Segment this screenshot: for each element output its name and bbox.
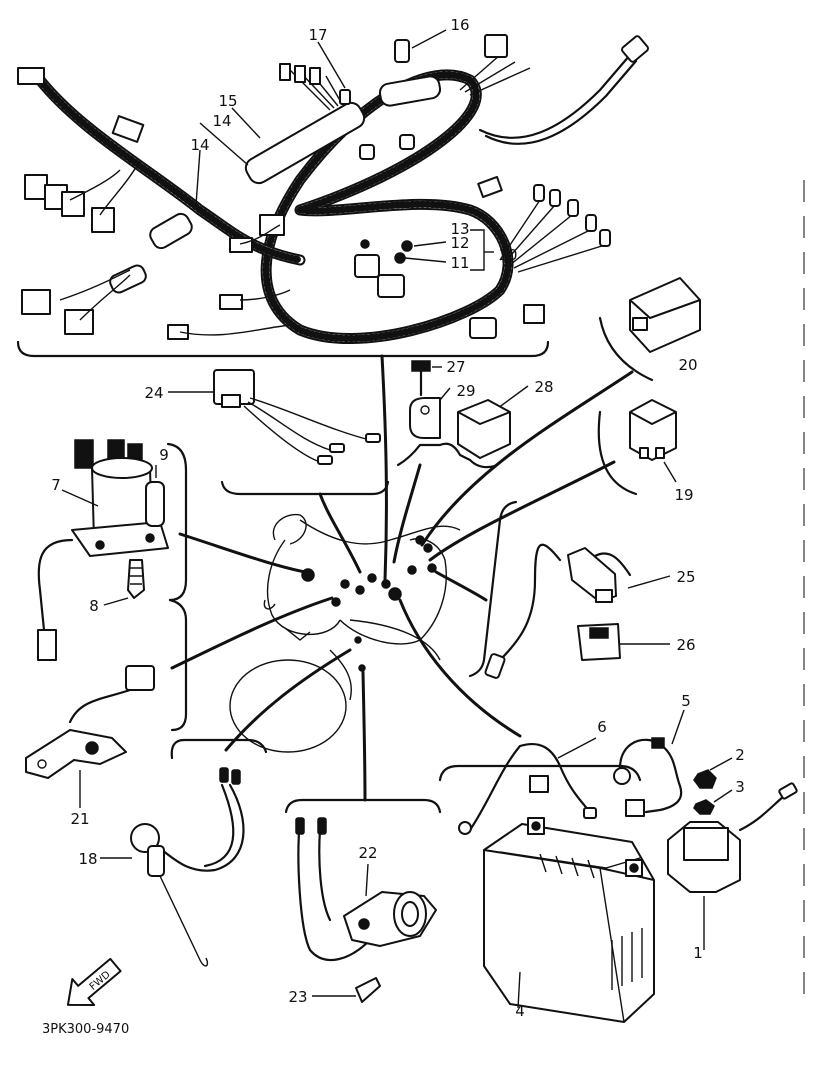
part-6-cable xyxy=(458,737,597,835)
part-22-starter-relay xyxy=(284,798,442,961)
part-1-starter-relay xyxy=(667,782,798,950)
part-7-main-switch xyxy=(37,439,188,661)
callout-9: 9 xyxy=(159,446,169,464)
drawing-code: 3PK300-9470 xyxy=(42,1022,129,1037)
callout-29: 29 xyxy=(456,382,475,400)
vehicle-frame-outline xyxy=(229,513,461,753)
callout-18: 18 xyxy=(78,850,97,868)
callout-14b: 14 xyxy=(190,136,209,154)
callout-2: 2 xyxy=(735,746,745,764)
part-25-regulator xyxy=(468,500,671,679)
callout-22: 22 xyxy=(358,844,377,862)
callout-11: 11 xyxy=(450,254,469,272)
callout-25: 25 xyxy=(676,568,695,586)
callout-10: 10 xyxy=(498,246,517,264)
callout-19: 19 xyxy=(674,486,693,504)
part-19-relay xyxy=(597,399,677,496)
part-20-relay xyxy=(598,277,701,382)
pointer-lines xyxy=(170,354,634,802)
callout-16: 16 xyxy=(450,16,469,34)
part-3-nut xyxy=(693,789,733,815)
callout-20: 20 xyxy=(678,356,697,374)
callout-24: 24 xyxy=(144,384,163,402)
callout-27: 27 xyxy=(446,358,465,376)
battery-group xyxy=(438,764,642,782)
callout-15: 15 xyxy=(218,92,237,110)
part-4-battery xyxy=(483,817,655,1023)
callout-1: 1 xyxy=(693,944,703,962)
part-9-sleeve xyxy=(145,465,165,527)
top-leader-lines xyxy=(195,29,494,271)
callout-12: 12 xyxy=(450,234,469,252)
callout-14a: 14 xyxy=(212,112,231,130)
callout-26: 26 xyxy=(676,636,695,654)
callout-28: 28 xyxy=(534,378,553,396)
part-26-rectifier xyxy=(577,623,670,661)
part-5-cable xyxy=(613,709,685,817)
callout-5: 5 xyxy=(681,692,691,710)
part-28-relay xyxy=(396,385,529,469)
callout-6: 6 xyxy=(597,718,607,736)
part-21-sensor xyxy=(25,598,188,808)
part-23-screw xyxy=(312,977,381,1003)
callout-8: 8 xyxy=(89,597,99,615)
callout-21: 21 xyxy=(70,810,89,828)
part-18-sender xyxy=(100,738,268,967)
forward-arrow-icon: FWD xyxy=(66,957,122,1007)
part-27-bolt xyxy=(411,360,442,397)
part-29-bracket xyxy=(409,387,451,439)
part-8-screw xyxy=(103,559,145,606)
main-wire-harness xyxy=(16,34,649,358)
part-24-connector xyxy=(168,369,390,496)
callout-13: 13 xyxy=(450,220,469,238)
callout-4: 4 xyxy=(515,1002,525,1020)
part-2-nut xyxy=(693,757,733,789)
callout-23: 23 xyxy=(288,988,307,1006)
callout-17: 17 xyxy=(308,26,327,44)
callout-3: 3 xyxy=(735,778,745,796)
callout-7: 7 xyxy=(51,476,61,494)
